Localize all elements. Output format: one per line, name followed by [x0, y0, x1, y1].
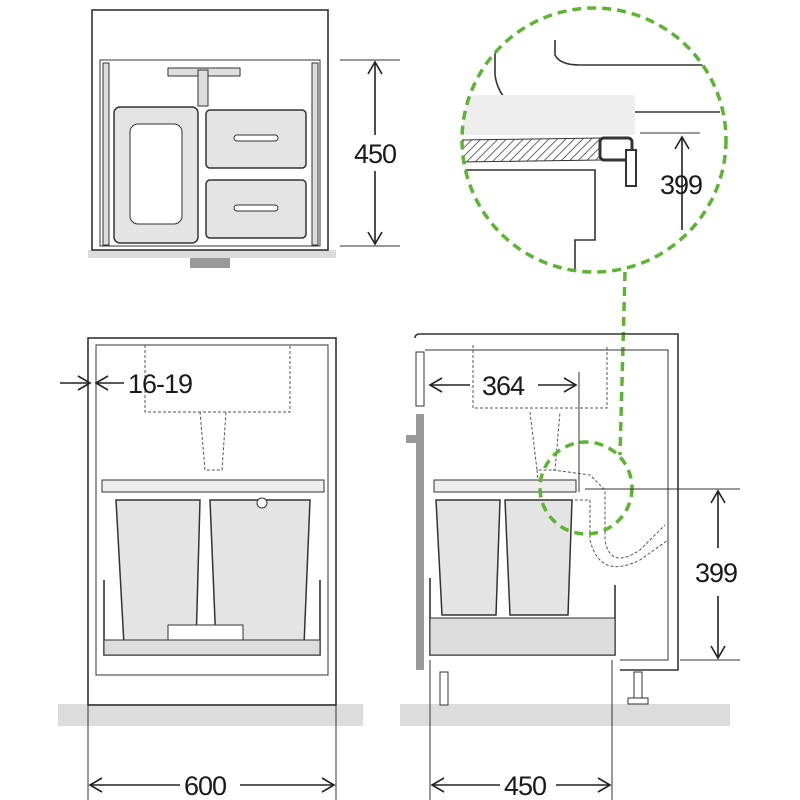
bin-side-2	[504, 499, 573, 616]
top-view	[88, 9, 336, 268]
cabinet-top	[91, 9, 329, 251]
dim-label: 600	[184, 771, 226, 800]
bin-front-2	[209, 499, 311, 646]
dim-label: 399	[695, 558, 737, 588]
dim-399-side: 399	[585, 488, 740, 661]
dim-364: 364	[428, 371, 580, 492]
dim-label: 16-19	[128, 369, 192, 399]
dim-label: 399	[660, 170, 702, 200]
dim-450-side: 450	[429, 660, 613, 800]
plinth	[190, 258, 230, 268]
front-view	[58, 337, 363, 726]
dim-label: 364	[482, 371, 525, 401]
dim-600: 600	[87, 705, 337, 800]
dim-16-19: 16-19	[60, 369, 193, 399]
bin-side-1	[435, 499, 501, 616]
dim-label: 450	[354, 139, 396, 169]
floor-strip	[88, 250, 336, 258]
side-view	[400, 333, 730, 726]
bin-front-1	[115, 499, 201, 646]
dim-label: 450	[504, 771, 546, 800]
dim-450-top: 450	[340, 59, 402, 247]
detail-circle: 399	[460, 6, 728, 456]
